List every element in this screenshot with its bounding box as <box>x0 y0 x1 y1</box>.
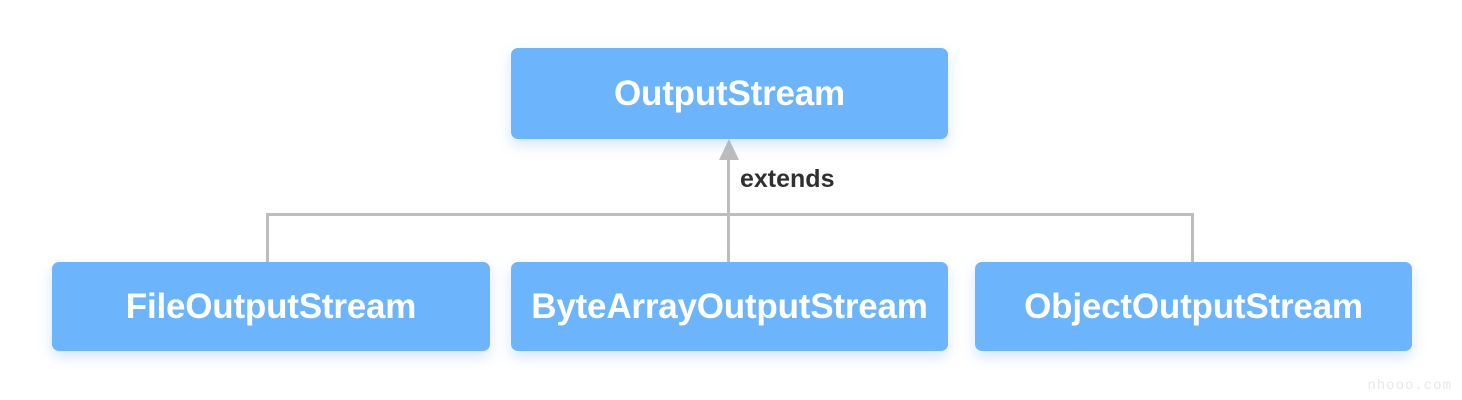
connector-stem-center <box>727 158 730 262</box>
class-box-outputstream[interactable]: OutputStream <box>511 48 948 139</box>
relationship-label-extends: extends <box>740 165 835 193</box>
class-box-bytearrayoutputstream[interactable]: ByteArrayOutputStream <box>511 262 948 351</box>
class-box-objectoutputstream[interactable]: ObjectOutputStream <box>975 262 1412 351</box>
connector-drop-right <box>1191 213 1194 262</box>
inheritance-arrow-icon <box>719 139 739 160</box>
watermark: nhooo.com <box>1367 378 1452 394</box>
connector-horizontal-bus <box>266 213 1194 216</box>
class-box-fileoutputstream[interactable]: FileOutputStream <box>52 262 490 351</box>
connector-drop-left <box>266 213 269 262</box>
